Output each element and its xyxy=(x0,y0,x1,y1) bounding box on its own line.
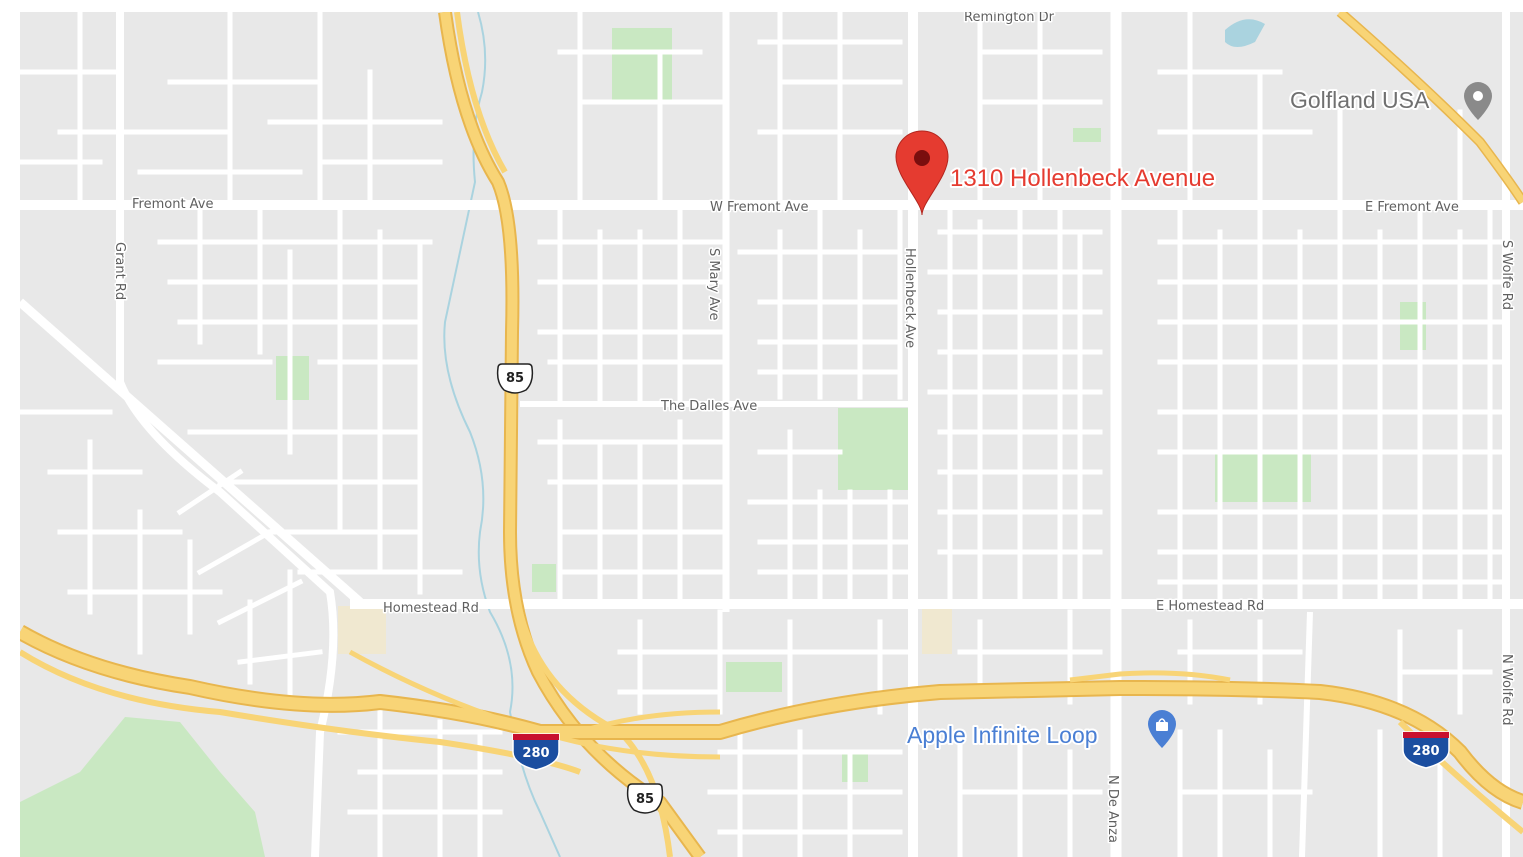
state-route-shield-icon xyxy=(626,783,664,814)
street-labels: Remington Dr Fremont Ave W Fremont Ave E… xyxy=(111,12,1516,844)
location-pin-icon[interactable] xyxy=(895,130,949,216)
street-label-s-wolfe: S Wolfe Rd xyxy=(1499,240,1514,310)
poi-label-golfland[interactable]: Golfland USA xyxy=(1288,85,1432,115)
poi-apple-infinite-loop[interactable]: Apple Infinite Loop xyxy=(905,710,1176,750)
grant-rd-road-south xyxy=(116,380,338,857)
parks xyxy=(20,19,1426,857)
street-label-fremont: Fremont Ave xyxy=(132,197,214,212)
route-shield-i280-east: 280 xyxy=(1402,731,1450,769)
street-label-e-fremont: E Fremont Ave xyxy=(1365,200,1459,215)
bag-handle xyxy=(1158,718,1166,723)
street-label-s-mary: S Mary Ave xyxy=(706,248,721,321)
interstate-shield-icon xyxy=(1402,731,1450,769)
park-area xyxy=(1215,454,1311,502)
map-svg[interactable]: Remington Dr Fremont Ave W Fremont Ave E… xyxy=(20,12,1523,857)
water-area xyxy=(1225,19,1265,47)
shield-number: 280 xyxy=(522,746,549,761)
park-area xyxy=(532,564,556,592)
commercial-areas xyxy=(338,602,952,654)
park-area xyxy=(20,717,265,857)
location-pin-dot xyxy=(914,150,930,166)
residential-streets xyxy=(20,12,1503,857)
route-shield-sr85-north: 85 xyxy=(496,363,534,394)
diagonal-road xyxy=(20,298,363,606)
park-area xyxy=(1073,128,1101,142)
route-shield-sr85-south: 85 xyxy=(626,783,664,814)
street-label-n-wolfe: N Wolfe Rd xyxy=(1499,654,1514,726)
park-area xyxy=(838,408,908,490)
interstate-shield-icon xyxy=(512,733,560,771)
street-label-homestead: Homestead Rd xyxy=(383,601,479,616)
poi-label-apple[interactable]: Apple Infinite Loop xyxy=(905,720,1100,750)
street-label-e-homestead: E Homestead Rd xyxy=(1156,599,1264,614)
interstate-shield-band xyxy=(1403,732,1449,738)
street-label-dalles: The Dalles Ave xyxy=(660,399,757,414)
bag-glyph xyxy=(1156,722,1168,731)
street-label-grant: Grant Rd xyxy=(112,242,127,300)
street-label-remington: Remington Dr xyxy=(964,12,1055,25)
park-area xyxy=(726,662,782,692)
commercial-area xyxy=(338,606,386,654)
street-label-hollenbeck: Hollenbeck Ave xyxy=(902,248,917,348)
marker-label[interactable]: 1310 Hollenbeck Avenue xyxy=(948,163,1217,194)
street-label-w-fremont: W Fremont Ave xyxy=(710,200,808,215)
shield-number: 85 xyxy=(506,371,524,386)
interstate-shield-band xyxy=(513,734,559,740)
street-label-n-de-anza: N De Anza xyxy=(1105,775,1120,843)
place-pin-dot xyxy=(1473,91,1483,101)
poi-golfland[interactable]: Golfland USA xyxy=(1288,82,1492,120)
route-shield-i280-west: 280 xyxy=(512,733,560,771)
map-canvas[interactable]: Remington Dr Fremont Ave W Fremont Ave E… xyxy=(20,12,1523,857)
location-marker[interactable]: 1310 Hollenbeck Avenue xyxy=(895,130,1217,216)
park-area xyxy=(842,750,868,782)
park-area xyxy=(612,28,672,104)
secondary-road xyxy=(1299,611,1313,857)
shield-number: 85 xyxy=(636,792,654,807)
commercial-area xyxy=(922,602,952,654)
shield-number: 280 xyxy=(1412,744,1439,759)
state-route-shield-icon xyxy=(496,363,534,394)
